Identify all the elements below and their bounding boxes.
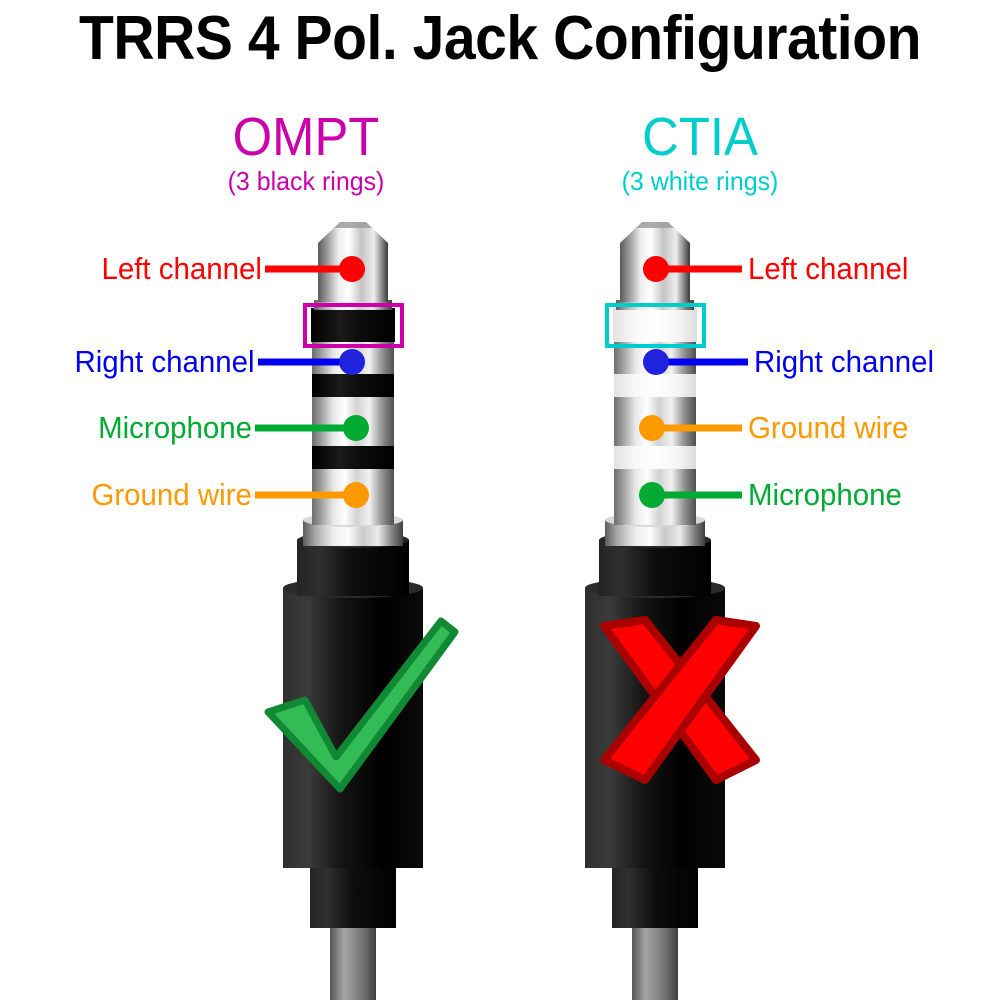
- ctia-body-collar: [599, 540, 711, 596]
- ctia-dot-right-channel: [643, 349, 669, 375]
- ompt-dot-right-channel: [339, 349, 365, 375]
- ctia-verdict-cross-icon: [600, 616, 760, 784]
- ompt-name: OMPT: [232, 107, 380, 167]
- ompt-cable: [330, 920, 376, 1000]
- ctia-dot-ground-wire: [639, 415, 665, 441]
- ctia-dot-left-channel: [643, 256, 669, 282]
- ctia-label-microphone: Microphone: [748, 477, 902, 512]
- ompt-highlight-box: [303, 303, 404, 348]
- ctia-insulator-ring-2: [614, 372, 696, 397]
- ompt-body-lower: [310, 860, 396, 928]
- jack-ctia: [585, 222, 760, 1000]
- ctia-insulator-ring-1: [613, 308, 697, 342]
- ctia-cable: [632, 920, 678, 1000]
- ctia-label-ground-wire: Ground wire: [748, 410, 909, 445]
- ompt-insulator-ring-3: [312, 444, 394, 469]
- ompt-dot-microphone: [343, 415, 369, 441]
- ompt-subtitle: (3 black rings): [227, 166, 385, 197]
- ctia-label-left-channel: Left channel: [748, 251, 909, 286]
- ompt-tip-cone: [318, 222, 388, 252]
- ompt-label-left-channel: Left channel: [101, 251, 262, 286]
- ompt-body-collar: [297, 540, 409, 596]
- ompt-insulator-ring-1: [311, 308, 395, 342]
- ompt-label-right-channel: Right channel: [74, 344, 255, 379]
- ctia-name: CTIA: [642, 107, 758, 167]
- ompt-label-ground-wire: Ground wire: [91, 477, 252, 512]
- ctia-label-right-channel: Right channel: [754, 344, 935, 379]
- column-header-ompt: OMPT (3 black rings): [156, 107, 456, 197]
- ompt-label-microphone: Microphone: [98, 410, 252, 445]
- ctia-dot-microphone: [639, 482, 665, 508]
- ctia-subtitle: (3 white rings): [621, 166, 779, 197]
- ompt-dot-left-channel: [339, 256, 365, 282]
- ompt-verdict-check-icon: [264, 617, 459, 793]
- jack-ompt: [255, 222, 459, 1000]
- ompt-dot-ground-wire: [343, 482, 369, 508]
- ctia-tip-cone: [620, 222, 690, 252]
- page-title: TRRS 4 Pol. Jack Configuration: [79, 4, 921, 73]
- column-header-ctia: CTIA (3 white rings): [550, 107, 850, 197]
- ompt-insulator-ring-2: [312, 372, 394, 397]
- ctia-insulator-ring-3: [614, 444, 696, 469]
- ctia-highlight-box: [605, 303, 706, 348]
- ctia-body-lower: [612, 860, 698, 928]
